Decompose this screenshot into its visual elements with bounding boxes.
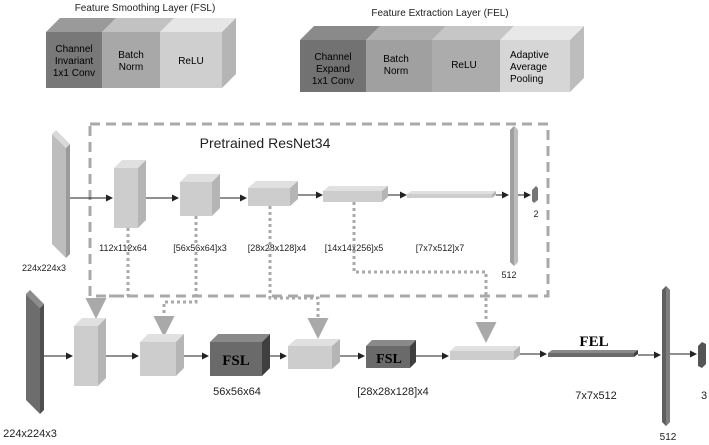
fel-pool-line-1: Adaptive <box>510 50 549 61</box>
fsl-bn-line-2: Norm <box>119 62 143 73</box>
student-block-3 <box>288 339 340 369</box>
student-output-node <box>698 342 706 368</box>
stage-label-5: [7x7x512]x7 <box>416 243 465 253</box>
student-fsl-1-tag: FSL <box>222 353 250 369</box>
fel-legend-blocks: Channel Expand 1x1 Conv Batch Norm ReLU … <box>300 26 584 92</box>
student-fc-bar <box>662 286 670 426</box>
student-fc-label: 512 <box>660 432 677 443</box>
teacher-stage-4-block <box>323 186 388 202</box>
fel-bn-line-2: Norm <box>384 66 408 77</box>
stage-label-1: 112x112x64 <box>99 243 147 253</box>
teacher-stage-1-block <box>114 160 146 228</box>
fsl-conv-line-1: Channel <box>55 44 92 55</box>
fel-conv-line-1: Channel <box>314 52 351 63</box>
student-block-1 <box>74 318 106 386</box>
teacher-input-slab <box>52 130 70 258</box>
fsl-relu-line-1: ReLU <box>178 56 204 67</box>
pretrained-frame <box>88 122 550 298</box>
fsl-legend-blocks: Channel Invariant 1x1 Conv Batch Norm Re… <box>46 18 236 88</box>
student-fsl-2-label: [28x28x128]x4 <box>357 386 429 398</box>
teacher-fc-bar <box>510 126 518 266</box>
teacher-fc-label: 512 <box>501 270 516 280</box>
teacher-input-label: 224x224x3 <box>22 263 66 273</box>
fel-conv-line-3: 1x1 Conv <box>312 76 354 87</box>
student-fsl-2-block <box>366 340 416 368</box>
student-fsl-1-block <box>210 334 270 376</box>
fsl-legend-title: Feature Smoothing Layer (FSL) <box>75 3 216 14</box>
pretrained-title: Pretrained ResNet34 <box>200 135 331 151</box>
fsl-bn-line-1: Batch <box>118 50 144 61</box>
fel-bn-line-1: Batch <box>383 54 409 65</box>
student-fsl-1-label: 56x56x64 <box>213 386 261 398</box>
teacher-stage-3-block <box>248 181 298 206</box>
student-fel-tag: FEL <box>579 334 608 350</box>
teacher-stage-2-block <box>180 174 220 216</box>
fsl-conv-line-3: 1x1 Conv <box>53 68 95 79</box>
student-block-4 <box>450 346 520 360</box>
teacher-output-node <box>532 186 538 203</box>
student-input-slab <box>26 290 44 414</box>
fel-relu-line-1: ReLU <box>451 60 477 71</box>
student-fel-label: 7x7x512 <box>575 390 617 402</box>
teacher-stage-5-block <box>407 191 496 198</box>
student-block-2 <box>140 334 184 376</box>
student-output-label: 3 <box>701 390 707 402</box>
stage-label-2: [56x56x64]x3 <box>173 243 227 253</box>
student-input-label: 224x224x3 <box>3 428 57 440</box>
student-fel-block <box>548 350 638 357</box>
fel-conv-line-2: Expand <box>316 64 350 75</box>
student-fsl-2-tag: FSL <box>376 352 402 367</box>
fel-pool-line-3: Pooling <box>510 74 543 85</box>
stage-label-4: [14x14x256]x5 <box>325 243 384 253</box>
fel-legend-title: Feature Extraction Layer (FEL) <box>371 8 508 19</box>
fsl-conv-line-2: Invariant <box>55 56 94 67</box>
fel-pool-line-2: Average <box>510 62 548 73</box>
distillation-connectors <box>85 202 497 343</box>
stage-label-3: [28x28x128]x4 <box>248 243 307 253</box>
teacher-output-label: 2 <box>533 209 538 219</box>
